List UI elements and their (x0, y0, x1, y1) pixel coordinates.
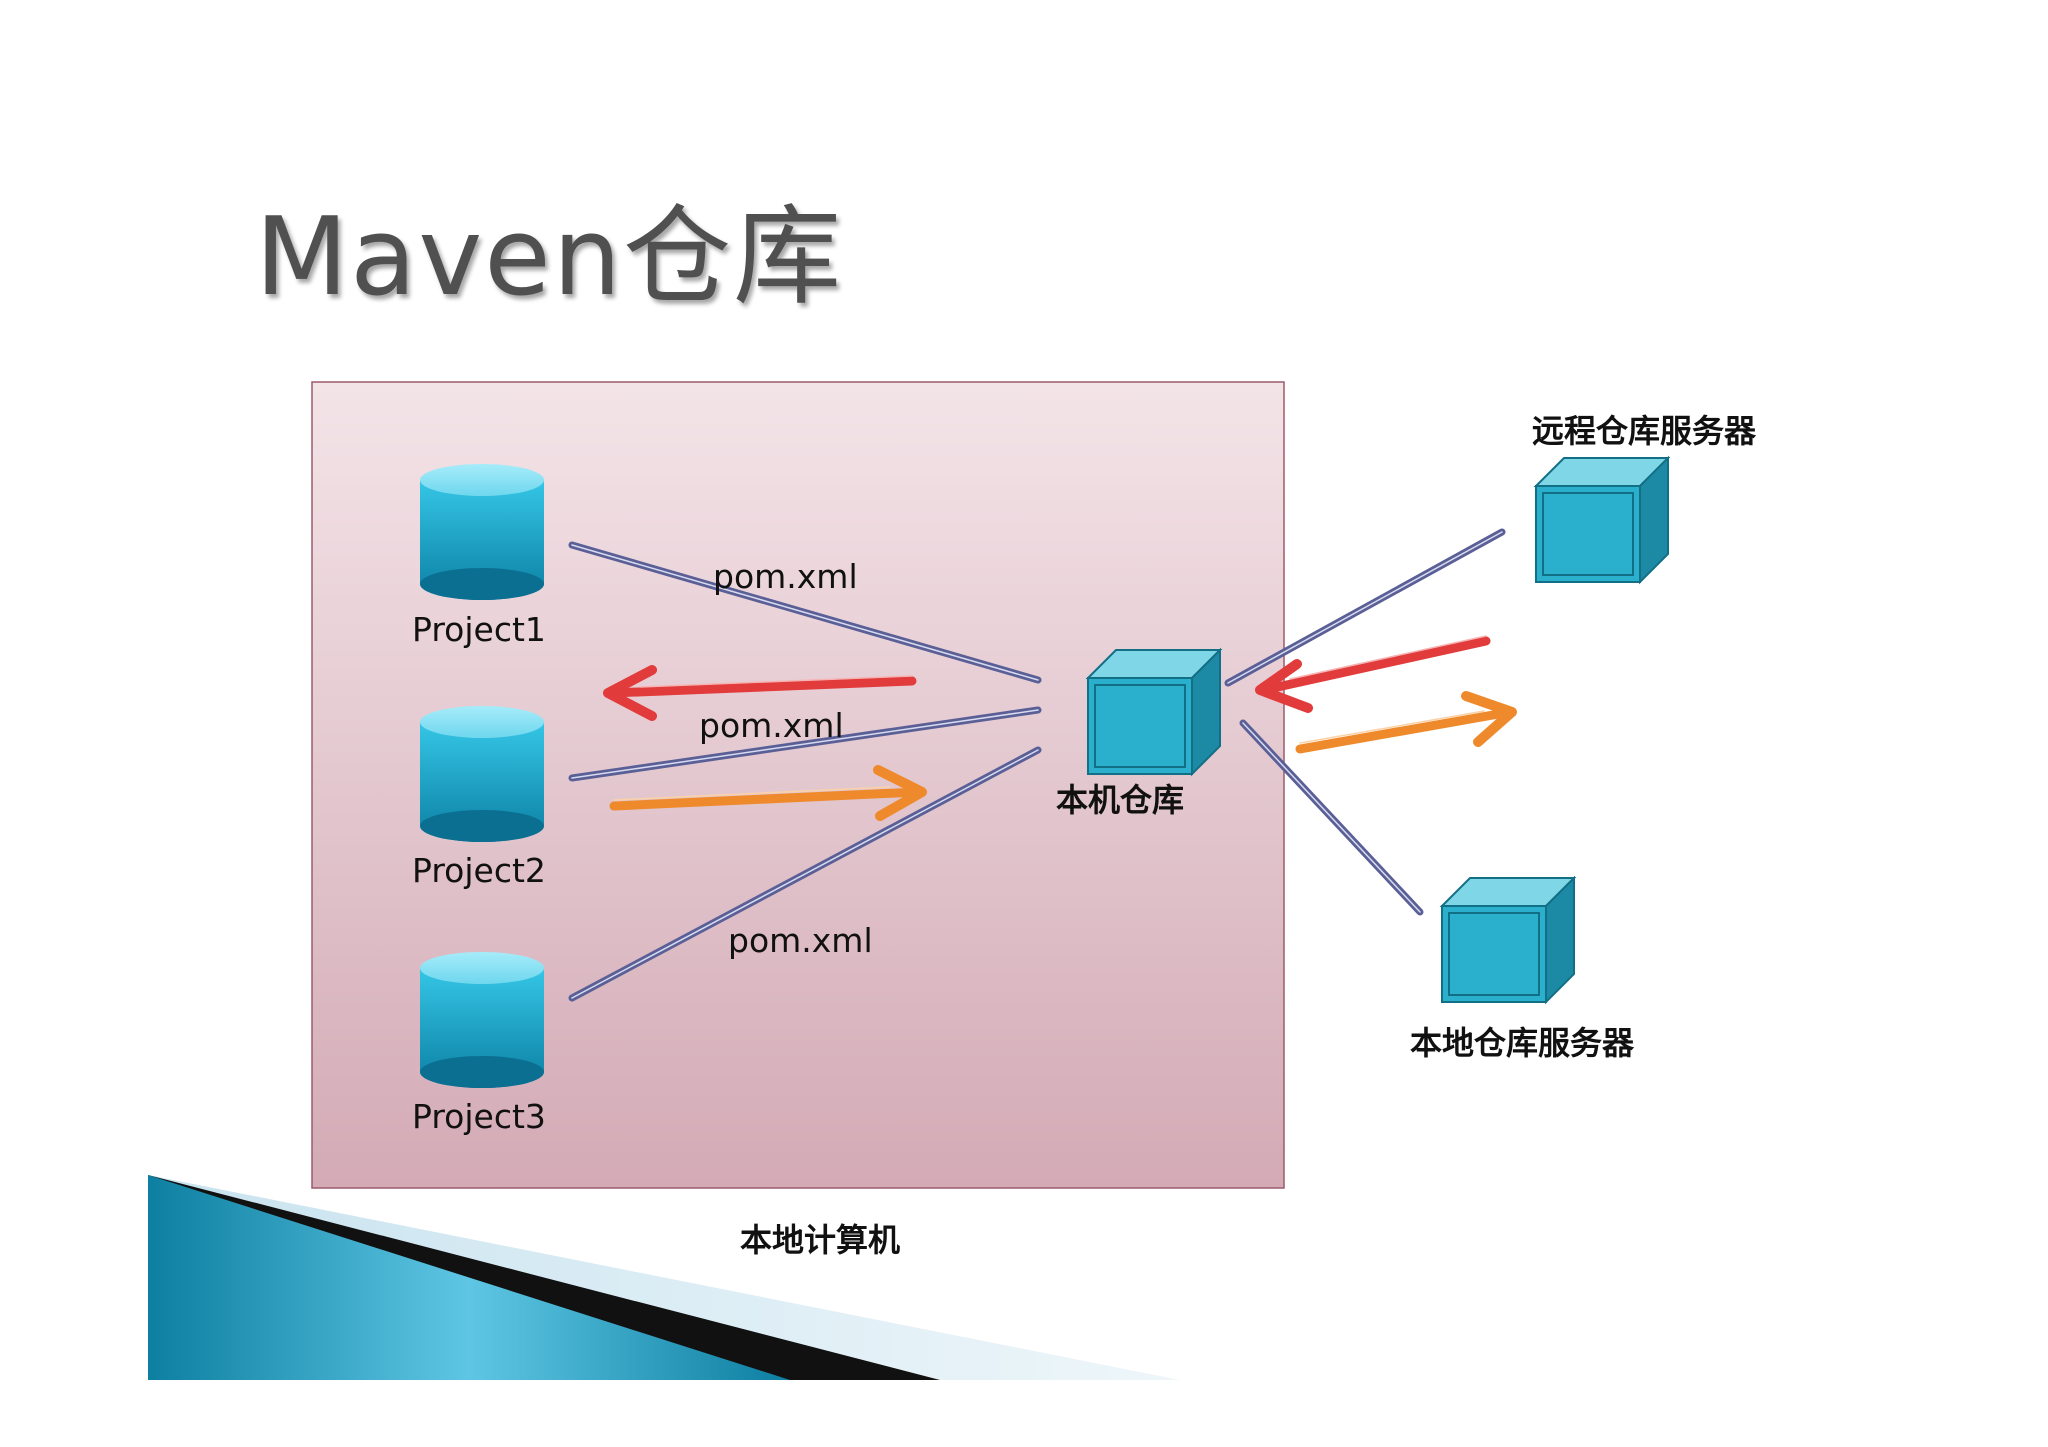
project1-cylinder-icon (420, 464, 544, 600)
link-local-repo-to-local-server (1239, 719, 1424, 916)
arrow-red-to-projects (603, 665, 917, 721)
slide-title: Maven仓库 (255, 195, 844, 320)
project3-label: Project3 (412, 1097, 546, 1136)
corner-swoosh (148, 1175, 1180, 1380)
arrow-red-to-local-repo (1255, 635, 1491, 713)
project1-label: Project1 (412, 610, 546, 649)
link-project1-to-local-repo (568, 541, 1042, 684)
local-server-cube-icon (1439, 875, 1577, 1005)
remote-server-label: 远程仓库服务器 (1532, 412, 1757, 450)
pom-label-2: pom.xml (699, 706, 844, 745)
link-project2-to-local-repo (568, 706, 1042, 782)
local-repo-label: 本机仓库 (1056, 781, 1185, 819)
project3-cylinder-icon (420, 952, 544, 1088)
arrow-orange-to-remote-server (1295, 691, 1517, 754)
local-server-label: 本地仓库服务器 (1410, 1024, 1635, 1062)
pom-label-3: pom.xml (728, 921, 873, 960)
arrow-orange-to-local-repo (609, 765, 927, 821)
project2-cylinder-icon (420, 706, 544, 842)
remote-server-cube-icon (1533, 455, 1671, 585)
link-project3-to-local-repo (568, 746, 1042, 1002)
project2-label: Project2 (412, 851, 546, 890)
local-repo-cube-icon (1085, 647, 1223, 777)
link-lines (568, 528, 1506, 1002)
link-local-repo-to-remote-server (1224, 528, 1506, 687)
pom-label-1: pom.xml (713, 557, 858, 596)
local-computer-label: 本地计算机 (740, 1221, 901, 1259)
